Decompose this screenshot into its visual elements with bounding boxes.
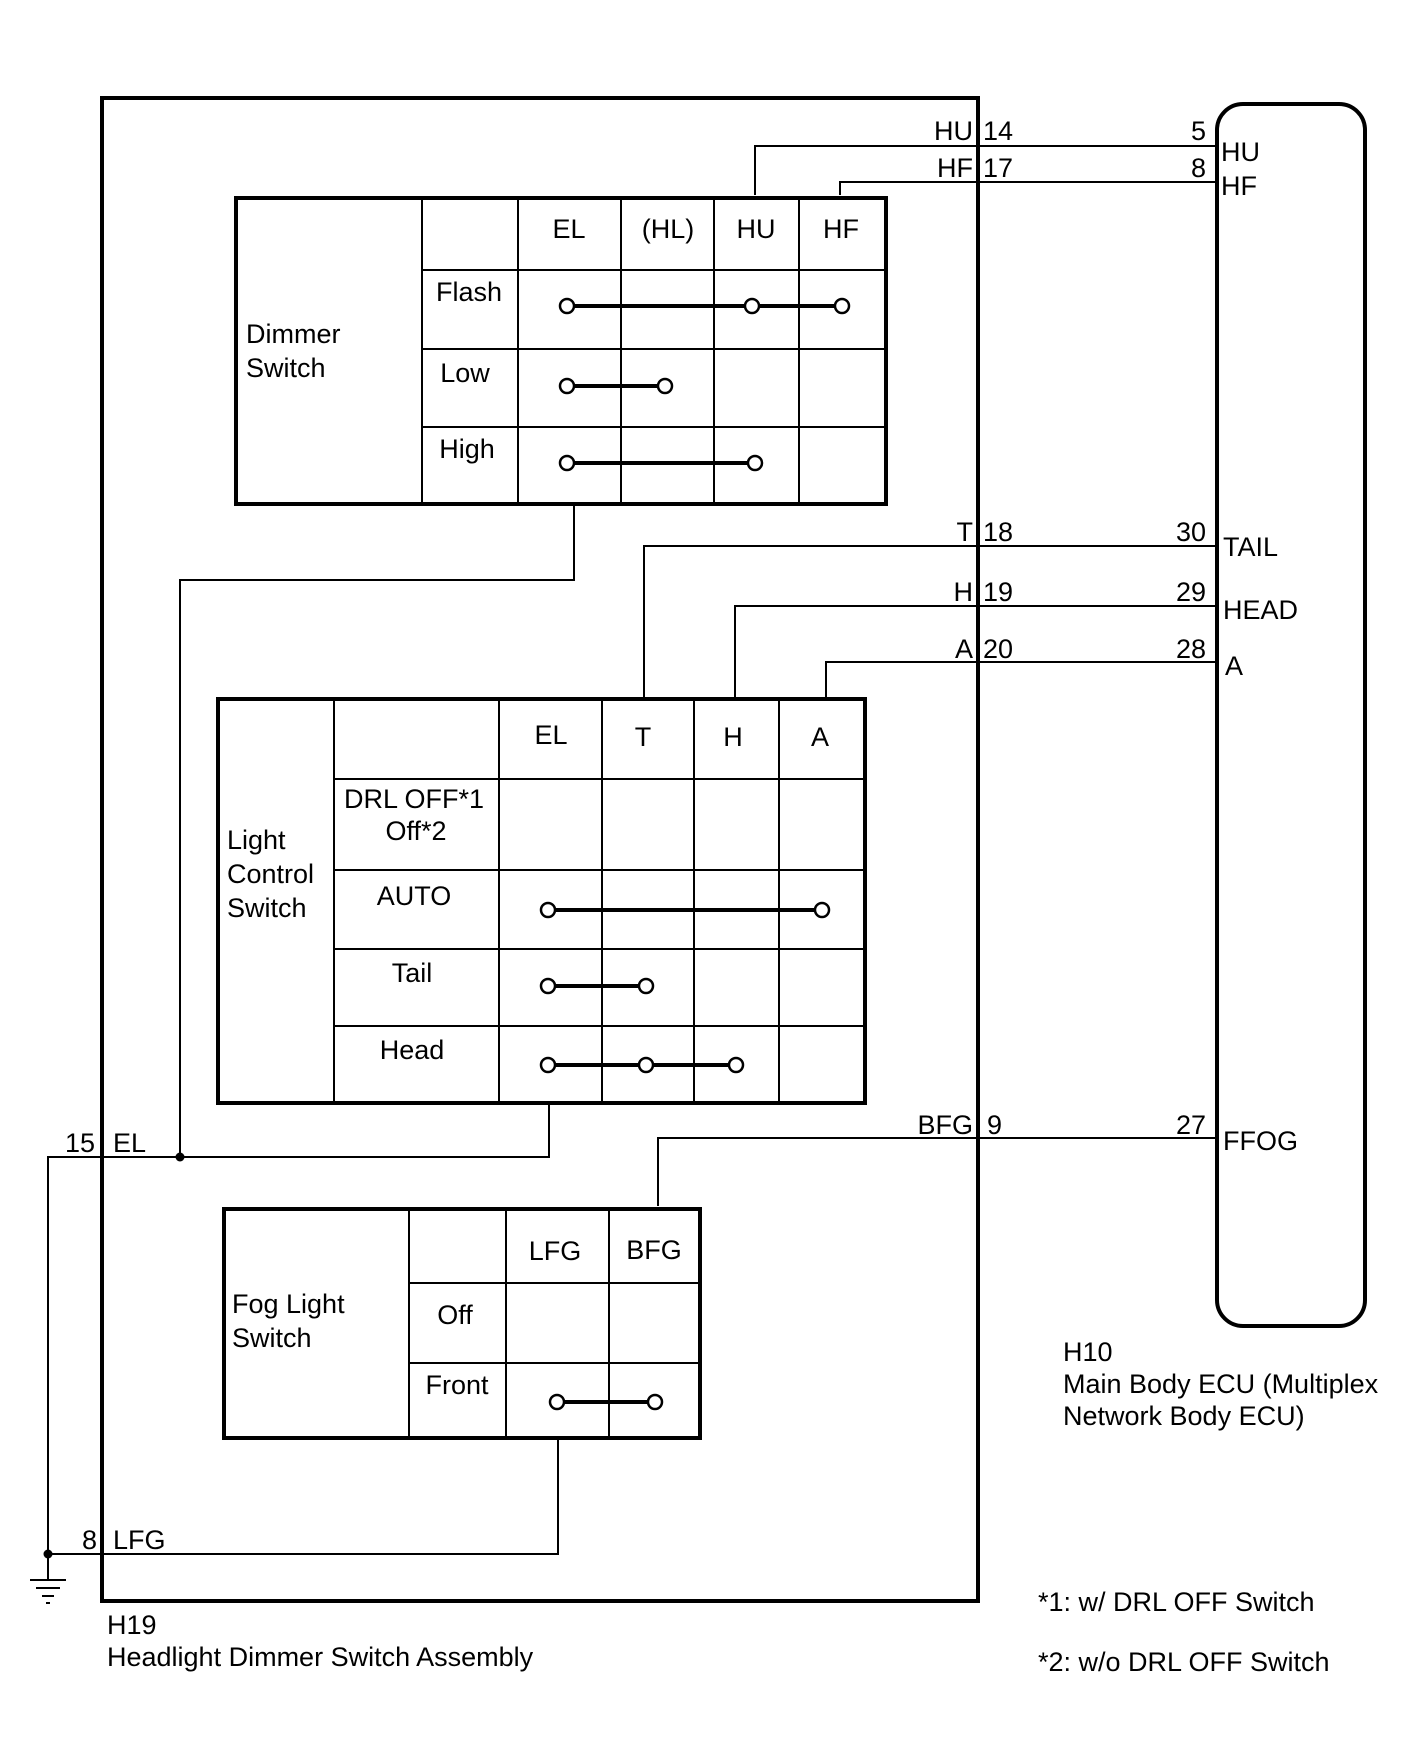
- wires: [43, 145, 1217, 1559]
- ecu-label-hu: HU: [1221, 137, 1260, 167]
- ecu-label-tail: TAIL: [1223, 532, 1278, 562]
- wire-hf: [839, 181, 1217, 195]
- assembly-name: Headlight Dimmer Switch Assembly: [107, 1642, 534, 1672]
- assembly-code: H19: [107, 1610, 157, 1640]
- pin-lfg: 8: [82, 1525, 97, 1555]
- ecu-pin-head: 29: [1176, 577, 1206, 607]
- dimmer-row-high: High: [439, 434, 495, 464]
- fog-row-off: Off: [437, 1300, 473, 1330]
- wire-hu: [754, 145, 1217, 195]
- assembly-outline: [100, 96, 980, 1603]
- note-1: *1: w/ DRL OFF Switch: [1038, 1587, 1315, 1617]
- ecu-label-a: A: [1225, 651, 1243, 681]
- wire-h: [734, 605, 1217, 697]
- dimmer-switch-label-2: Switch: [246, 353, 326, 383]
- ecu-pin-ffog: 27: [1176, 1110, 1206, 1140]
- wire-label-hu: HU: [934, 116, 973, 146]
- continuity-tail: [539, 977, 655, 995]
- ecu-pin-tail: 30: [1176, 517, 1206, 547]
- ground-label-el: EL: [113, 1128, 146, 1158]
- pin-bfg: 9: [987, 1110, 1002, 1140]
- light-row-auto: AUTO: [377, 881, 452, 911]
- light-row-head: Head: [380, 1035, 445, 1065]
- light-row-tail: Tail: [392, 958, 433, 988]
- light-row-off: Off*2: [385, 816, 446, 846]
- fog-row-front: Front: [425, 1370, 489, 1400]
- light-switch-label-2: Control: [227, 859, 314, 889]
- wire-label-hf: HF: [937, 153, 973, 183]
- ground-label-lfg: LFG: [113, 1525, 166, 1555]
- dimmer-col-hf: HF: [823, 214, 859, 244]
- ecu-outline: [1215, 102, 1367, 1328]
- pin-t: 18: [983, 517, 1013, 547]
- pin-hf: 17: [983, 153, 1013, 183]
- pin-hu: 14: [983, 116, 1013, 146]
- dimmer-col-el: EL: [552, 214, 585, 244]
- dimmer-col-hu: HU: [737, 214, 776, 244]
- pin-h: 19: [983, 577, 1013, 607]
- dimmer-switch-table: Dimmer Switch EL (HL) HU HF Flash Low Hi…: [234, 196, 888, 506]
- wire-a: [825, 661, 1217, 697]
- wire-bfg: [657, 1137, 1217, 1206]
- wire-el-dimmer: [179, 502, 575, 1157]
- connector-labels: HU 14 5 HU HF 17 8 HF T 18 30 TAIL H 19 …: [65, 116, 1298, 1555]
- ecu-label-head: HEAD: [1223, 595, 1298, 625]
- continuity-front: [548, 1393, 664, 1411]
- fog-switch-label-1: Fog Light: [232, 1289, 345, 1319]
- ground-icon: [30, 1554, 66, 1604]
- dimmer-col-hl: (HL): [642, 214, 695, 244]
- ecu-pin-a: 28: [1176, 634, 1206, 664]
- ecu-label-ffog: FFOG: [1223, 1126, 1298, 1156]
- light-col-el: EL: [534, 720, 567, 750]
- dimmer-switch-label-1: Dimmer: [246, 319, 341, 349]
- ecu-pin-hu: 5: [1191, 116, 1206, 146]
- ecu-label-hf: HF: [1221, 171, 1257, 201]
- continuity-head: [539, 1056, 745, 1074]
- light-col-a: A: [811, 722, 829, 752]
- fog-col-bfg: BFG: [626, 1235, 682, 1265]
- pin-el: 15: [65, 1128, 95, 1158]
- continuity-high: [558, 454, 764, 472]
- wire-label-bfg: BFG: [917, 1110, 973, 1140]
- light-switch-label-3: Switch: [227, 893, 307, 923]
- continuity-flash: [558, 297, 851, 315]
- junction-el: [175, 1152, 185, 1162]
- ecu-pin-hf: 8: [1191, 153, 1206, 183]
- light-col-h: H: [723, 722, 743, 752]
- wire-t: [643, 545, 1217, 697]
- pin-a: 20: [983, 634, 1013, 664]
- light-col-t: T: [635, 722, 652, 752]
- light-control-switch-table: Light Control Switch EL T H A DRL OFF*1 …: [216, 697, 867, 1105]
- light-switch-label-1: Light: [227, 825, 286, 855]
- dimmer-row-low: Low: [440, 358, 490, 388]
- wire-el-light: [47, 1101, 550, 1554]
- fog-light-switch-table: Fog Light Switch LFG BFG Off Front: [222, 1207, 702, 1440]
- fog-col-lfg: LFG: [529, 1236, 582, 1266]
- fog-switch-label-2: Switch: [232, 1323, 312, 1353]
- ecu-code: H10: [1063, 1337, 1113, 1367]
- wire-label-a: A: [955, 634, 973, 664]
- ecu-name-line1: Main Body ECU (Multiplex: [1063, 1369, 1379, 1399]
- light-row-drl-off: DRL OFF*1: [344, 784, 484, 814]
- dimmer-row-flash: Flash: [436, 277, 502, 307]
- wire-label-t: T: [957, 517, 974, 547]
- wire-label-h: H: [954, 577, 974, 607]
- continuity-low: [558, 377, 674, 395]
- note-2: *2: w/o DRL OFF Switch: [1038, 1647, 1330, 1677]
- continuity-auto: [539, 901, 831, 919]
- ecu-name-line2: Network Body ECU): [1063, 1401, 1305, 1431]
- wire-lfg: [48, 1436, 559, 1555]
